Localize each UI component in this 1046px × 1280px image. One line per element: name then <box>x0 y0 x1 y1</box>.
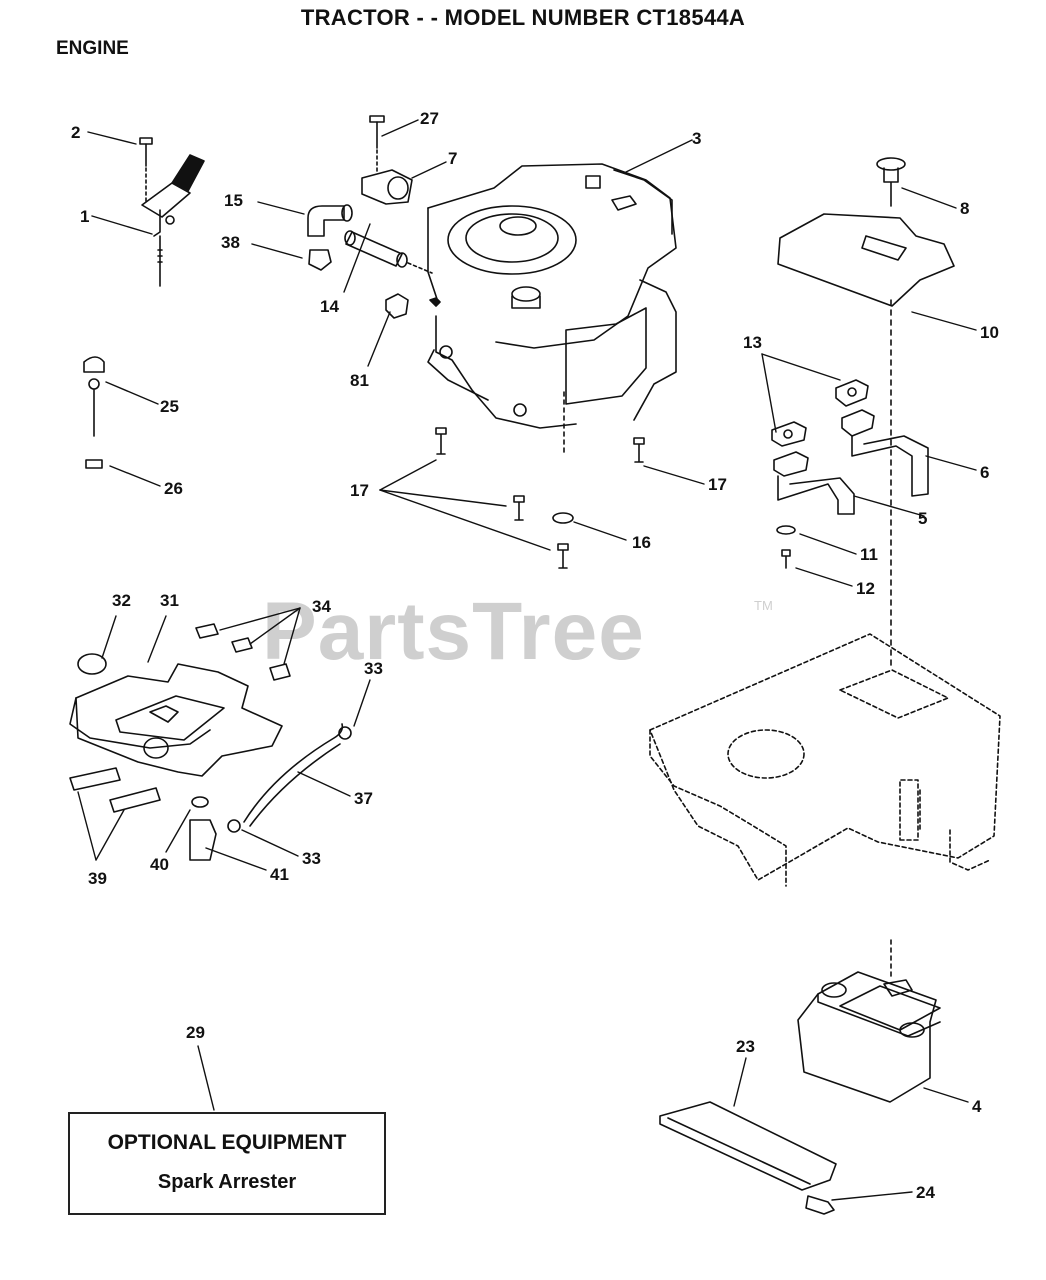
watermark-trademark: TM <box>754 598 773 613</box>
callout-27: 27 <box>420 109 439 128</box>
callout-11: 11 <box>860 545 878 564</box>
callout-81: 81 <box>350 371 369 390</box>
part-engine <box>427 163 677 453</box>
leader-lines <box>77 119 977 1201</box>
optional-equipment-item: Spark Arrester <box>157 1171 297 1193</box>
callout-23: 23 <box>736 1037 755 1056</box>
callout-1: 1 <box>80 207 89 226</box>
callout-6: 6 <box>980 463 989 482</box>
part-pads-39 <box>69 767 161 813</box>
callout-33-top: 33 <box>364 659 383 678</box>
callout-37: 37 <box>354 789 373 808</box>
callout-17-left: 17 <box>350 481 369 500</box>
callout-29: 29 <box>186 1023 205 1042</box>
part-throttle-control <box>139 137 205 287</box>
part-breather-hose <box>189 723 352 861</box>
part-bolts-17 <box>435 427 645 569</box>
callout-17-right: 17 <box>708 475 727 494</box>
callout-5: 5 <box>918 509 927 528</box>
part-nut-81 <box>385 293 409 319</box>
callout-8: 8 <box>960 199 969 218</box>
callout-12: 12 <box>856 579 875 598</box>
callout-15: 15 <box>224 191 243 210</box>
part-frame <box>649 633 1001 887</box>
callout-4: 4 <box>972 1097 982 1116</box>
callout-2: 2 <box>71 123 80 142</box>
callout-numbers: 2 1 15 38 14 81 27 7 3 8 10 13 6 5 11 12… <box>71 109 999 1202</box>
optional-equipment-box: OPTIONAL EQUIPMENT Spark Arrester <box>68 1112 386 1215</box>
part-clamp <box>361 115 413 205</box>
part-fuel-fittings <box>307 204 433 274</box>
callout-25: 25 <box>160 397 179 416</box>
callout-16: 16 <box>632 533 651 552</box>
callout-41: 41 <box>270 865 289 884</box>
section-label: ENGINE <box>56 38 129 59</box>
part-air-cleaner <box>69 623 291 777</box>
callout-7: 7 <box>448 149 457 168</box>
part-washer-16 <box>552 512 574 524</box>
part-muffler <box>797 939 941 1103</box>
callout-26: 26 <box>164 479 183 498</box>
callout-33-bottom: 33 <box>302 849 321 868</box>
optional-equipment-heading: OPTIONAL EQUIPMENT <box>107 1131 347 1154</box>
part-heat-shield <box>777 157 955 671</box>
callout-34: 34 <box>312 597 331 616</box>
callout-13: 13 <box>743 333 762 352</box>
callout-3: 3 <box>692 129 701 148</box>
callout-24: 24 <box>916 1183 935 1202</box>
page-title: TRACTOR - - MODEL NUMBER CT18544A <box>300 5 746 30</box>
callout-14: 14 <box>320 297 339 316</box>
callout-10: 10 <box>980 323 999 342</box>
callout-39: 39 <box>88 869 107 888</box>
callout-38: 38 <box>221 233 240 252</box>
callout-40: 40 <box>150 855 169 874</box>
callout-32: 32 <box>112 591 131 610</box>
callout-31: 31 <box>160 591 179 610</box>
part-dipstick <box>83 356 105 469</box>
watermark: PartsTree <box>262 586 645 677</box>
part-exhaust-pipes <box>771 379 929 569</box>
part-muffler-shield <box>659 1101 837 1215</box>
